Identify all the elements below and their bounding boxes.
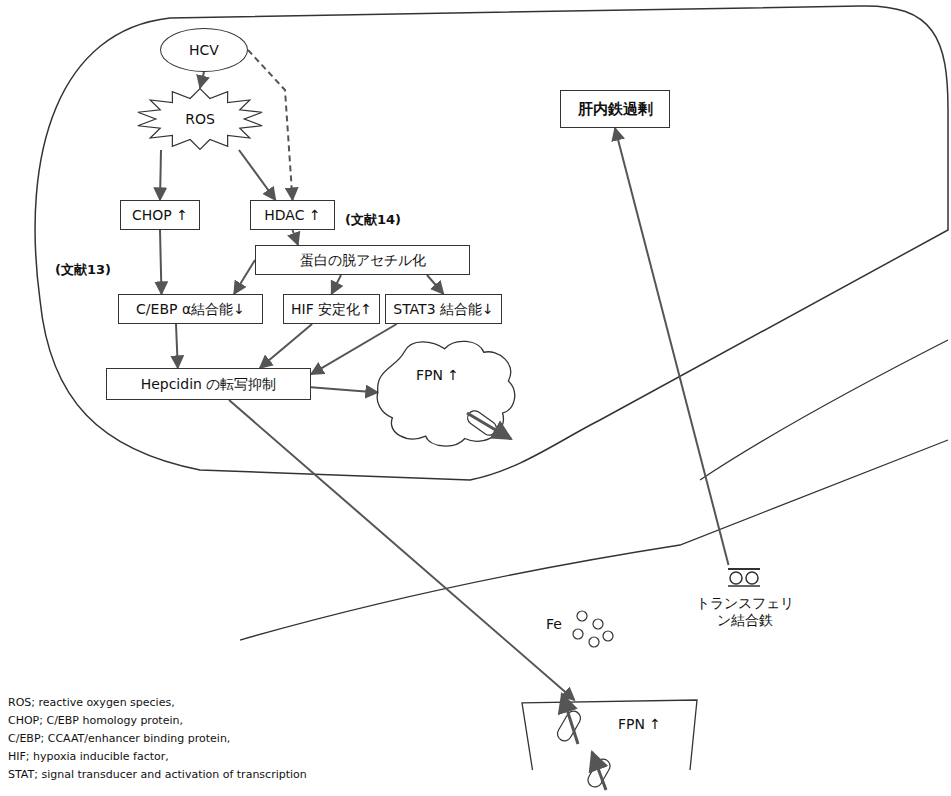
ferroportin-channel <box>522 700 697 770</box>
ros-starburst: ROS <box>135 88 265 150</box>
flow-arrow <box>160 230 162 294</box>
hepatocyte-outline <box>35 6 948 480</box>
enterocyte-cell: FPN ↑ <box>522 700 697 770</box>
virus-oval: HCV <box>160 28 248 72</box>
flow-arrow <box>200 72 204 88</box>
node-text: 蛋白の脱アセチル化 <box>300 252 426 269</box>
abbreviation-note: C/EBP; CCAAT/enhancer binding protein, <box>8 732 230 745</box>
abbreviation-note: HIF; hypoxia inducible factor, <box>8 750 169 763</box>
process-box: HDAC ↑ <box>250 200 335 230</box>
node-text: Hepcidin の転写抑制 <box>141 376 277 393</box>
node-text: FPN ↑ <box>618 716 661 733</box>
cell-boundary <box>240 440 948 640</box>
flow-arrow <box>293 230 299 245</box>
abbreviation-note: CHOP; C/EBP homology protein, <box>8 714 183 727</box>
flow-arrow <box>239 150 276 200</box>
enterocyte-shape <box>522 700 697 770</box>
reference-note: (文献14) <box>345 212 401 228</box>
process-box: C/EBP α結合能↓ <box>118 294 263 324</box>
sinusoid-wall <box>700 340 948 480</box>
node-text: STAT3 結合能↓ <box>393 301 493 318</box>
flow-arrow <box>311 387 378 392</box>
iron-label: Fe <box>546 616 562 633</box>
node-text: 肝内鉄過剰 <box>578 100 653 118</box>
process-box: STAT3 結合能↓ <box>385 294 502 324</box>
transferrin-iron: トランスフェリン結合鉄 <box>690 565 800 637</box>
result-box: 肝内鉄過剰 <box>560 90 670 128</box>
flow-arrow <box>311 324 397 374</box>
macrophage-cell: FPN ↑ <box>375 335 520 450</box>
ferroportin-channel <box>375 335 520 450</box>
flow-arrow <box>427 275 444 294</box>
process-box: CHOP ↑ <box>120 200 200 230</box>
node-text: CHOP ↑ <box>132 207 188 224</box>
node-text: トランスフェリン結合鉄 <box>690 595 800 629</box>
abbreviation-note: ROS; reactive oxygen species, <box>8 696 175 709</box>
process-box: 蛋白の脱アセチル化 <box>255 245 470 275</box>
node-text: HDAC ↑ <box>264 207 320 224</box>
node-text: FPN ↑ <box>416 367 459 384</box>
flow-arrow <box>332 275 342 294</box>
node-text: HCV <box>189 42 219 59</box>
flow-arrow <box>176 324 178 368</box>
abbreviation-note: STAT; signal transducer and activation o… <box>8 768 307 781</box>
iron-dots <box>573 611 613 647</box>
process-box: HIF 安定化↑ <box>283 294 380 324</box>
flow-arrow <box>234 260 255 294</box>
node-text: HIF 安定化↑ <box>291 301 372 318</box>
flow-arrow <box>229 400 575 700</box>
node-text: C/EBP α結合能↓ <box>136 301 245 318</box>
node-text: ROS <box>185 111 215 128</box>
flow-arrow <box>615 128 729 565</box>
flow-arrow <box>260 324 312 368</box>
reference-note: (文献13) <box>55 262 111 278</box>
process-box: Hepcidin の転写抑制 <box>106 368 311 400</box>
flow-arrow <box>160 150 161 200</box>
